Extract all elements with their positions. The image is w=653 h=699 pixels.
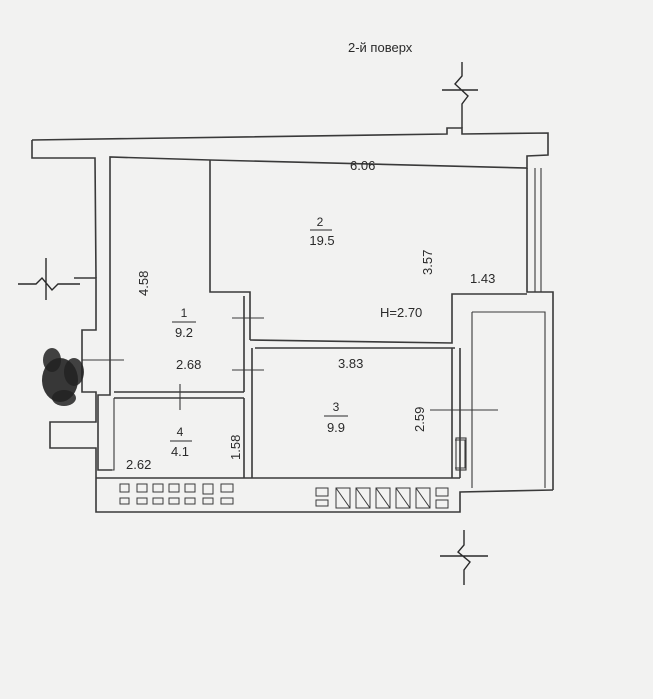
dimension-ticks (82, 317, 498, 411)
dimension-room1-width: 2.68 (176, 357, 201, 372)
section-cut-bottom (440, 530, 488, 585)
window-marker (455, 437, 467, 471)
dimension-balcony-step: 1.43 (470, 271, 495, 286)
room-3-number: 3 (333, 400, 340, 414)
floor-title: 2-й поверх (348, 40, 413, 55)
dimension-room3-width: 3.83 (338, 356, 363, 371)
dimension-room2-width: 6.06 (350, 158, 375, 173)
dimension-room4-width: 2.62 (126, 457, 151, 472)
dimension-room2-depth: 3.57 (420, 250, 435, 275)
dimension-room4-depth: 1.58 (228, 435, 243, 460)
outer-walls (31, 127, 554, 513)
room-2-area: 19.5 (309, 233, 334, 248)
dimension-room1-depth: 4.58 (136, 271, 151, 296)
inner-walls (96, 160, 527, 479)
room-4-area: 4.1 (171, 444, 189, 459)
dimension-room3-depth: 2.59 (412, 407, 427, 432)
room-1-number: 1 (181, 306, 188, 320)
section-cut-top (442, 62, 478, 128)
room-3-area: 9.9 (327, 420, 345, 435)
ventilation-strip (119, 483, 449, 509)
room-2-number: 2 (317, 215, 324, 229)
plant-icon (42, 348, 84, 406)
room-4-number: 4 (177, 425, 184, 439)
section-cut-left (18, 258, 80, 300)
ceiling-height: H=2.70 (380, 305, 422, 320)
room-1-area: 9.2 (175, 325, 193, 340)
